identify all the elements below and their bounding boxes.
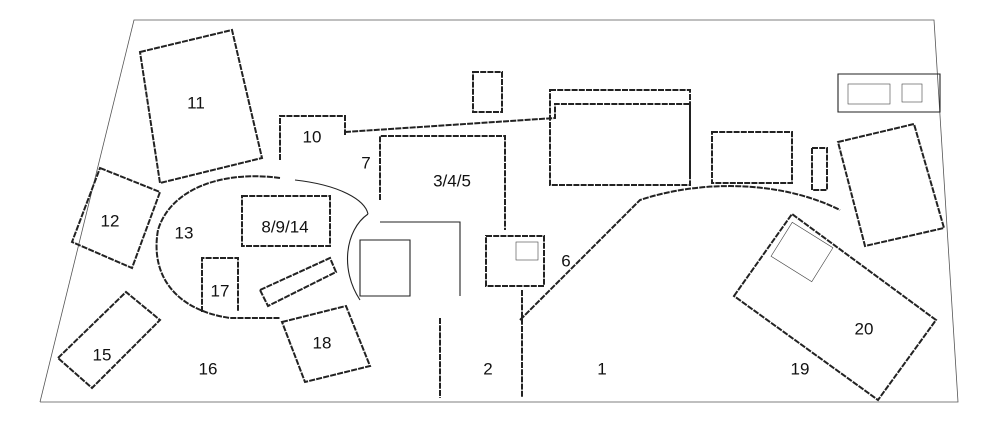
- room-label-20: 20: [855, 319, 874, 338]
- service-unit: [901, 83, 923, 103]
- hall-top-right: [549, 89, 691, 186]
- service-stairs: [847, 83, 891, 105]
- toilet-block: [359, 239, 411, 297]
- room-label-18: 18: [313, 333, 332, 352]
- room-6-stair: [485, 235, 545, 287]
- room-label-2: 2: [483, 359, 492, 378]
- room-3-4-5-inner: [380, 221, 461, 296]
- room-label-8-9-14: 8/9/14: [261, 217, 308, 236]
- room-label-16: 16: [199, 359, 218, 378]
- room-label-10: 10: [303, 127, 322, 146]
- room-8-9-14-walls: [241, 195, 331, 247]
- service-block: [837, 73, 941, 113]
- room-label-6: 6: [561, 251, 570, 270]
- stair-treads: [515, 241, 539, 261]
- room-20-equipment: [770, 221, 834, 283]
- room-label-15: 15: [93, 345, 112, 364]
- room-3-4-5-walls: [379, 135, 506, 230]
- top-small-box: [472, 71, 503, 113]
- main-curve-inner: [347, 213, 369, 301]
- room-18-side: [258, 256, 338, 308]
- room-label-7: 7: [361, 153, 370, 172]
- site-boundary: [39, 19, 959, 403]
- room-15-walls: [56, 290, 162, 390]
- room-17-walls: [201, 257, 239, 312]
- room-label-12: 12: [101, 211, 120, 230]
- room-10-walls: [279, 115, 346, 160]
- room-13-curve: [155, 175, 281, 319]
- room-label-3-4-5: 3/4/5: [433, 171, 471, 190]
- room-label-11: 11: [187, 93, 205, 112]
- room-18-walls: [280, 304, 372, 384]
- room-11-walls: [138, 28, 264, 185]
- room-13-inner-curve: [294, 179, 369, 215]
- room-20-walls: [732, 212, 938, 402]
- main-curve-path: [519, 185, 841, 321]
- room-right-b: [811, 147, 828, 191]
- room-top-right-rotated: [836, 122, 946, 248]
- corridor-top: [344, 103, 691, 175]
- room-label-13: 13: [175, 223, 194, 242]
- room-label-1: 1: [597, 359, 606, 378]
- room-12-walls: [70, 166, 162, 270]
- room-label-17: 17: [211, 281, 230, 300]
- room-label-19: 19: [791, 359, 810, 378]
- room-right-a: [711, 131, 793, 184]
